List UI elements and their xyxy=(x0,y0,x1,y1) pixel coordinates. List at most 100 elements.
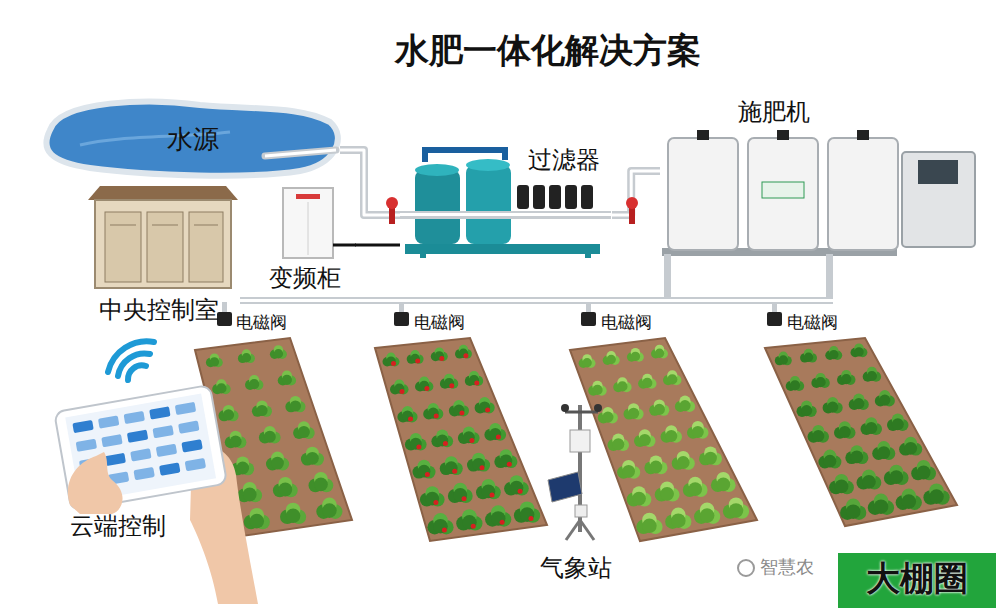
plant xyxy=(839,426,851,438)
fert-logo xyxy=(762,182,804,198)
plant xyxy=(679,400,690,411)
berry xyxy=(443,441,448,446)
water-pipe xyxy=(612,171,660,215)
plant xyxy=(862,475,876,489)
plant xyxy=(816,377,826,387)
plant xyxy=(824,455,837,468)
plant xyxy=(419,381,429,391)
plant xyxy=(665,430,677,442)
solenoid-valve xyxy=(217,302,232,326)
plant xyxy=(472,458,485,471)
plant xyxy=(902,494,917,509)
berry xyxy=(459,411,464,416)
left-hand xyxy=(68,452,123,514)
plant xyxy=(274,349,283,358)
solenoid-valve xyxy=(767,302,782,326)
app-tile xyxy=(178,421,199,434)
filter-leg xyxy=(585,244,591,258)
filter-tank xyxy=(415,170,460,244)
filter-manifold xyxy=(425,150,505,162)
cabinet-seam xyxy=(308,202,309,255)
fert-pipe-down xyxy=(664,254,671,302)
plant xyxy=(841,374,851,384)
plant xyxy=(500,454,513,467)
plant xyxy=(236,462,249,475)
plant xyxy=(242,353,251,362)
berry xyxy=(439,356,444,361)
plant xyxy=(853,398,864,409)
plant xyxy=(290,400,301,411)
field-bed xyxy=(375,338,547,541)
plant xyxy=(631,352,640,361)
plant xyxy=(462,515,477,530)
plant xyxy=(223,409,234,420)
cabinet-lamp xyxy=(296,194,320,199)
disc-filter xyxy=(517,185,529,209)
plant xyxy=(230,436,242,448)
plant xyxy=(892,418,904,430)
valve-label: 电磁阀 xyxy=(601,312,652,332)
plant xyxy=(243,488,257,502)
plant xyxy=(453,488,467,502)
app-tile xyxy=(152,425,173,438)
berry xyxy=(434,414,439,419)
fert-pipe-down xyxy=(826,254,833,302)
plant xyxy=(249,514,264,529)
plant xyxy=(889,470,903,484)
house-roof xyxy=(88,186,238,200)
app-tile xyxy=(156,444,177,457)
component-label: 过滤器 xyxy=(528,146,600,175)
plant xyxy=(582,358,591,367)
berry xyxy=(463,353,468,358)
plant xyxy=(282,375,292,385)
plant xyxy=(271,457,284,470)
filter-pipe xyxy=(400,211,611,219)
berry xyxy=(449,383,454,388)
plant xyxy=(660,487,674,501)
berry xyxy=(442,528,447,533)
component-node: 中央控制室 xyxy=(76,180,242,326)
app-tile xyxy=(175,402,196,415)
berry xyxy=(480,465,485,470)
plant xyxy=(642,378,652,388)
plant xyxy=(278,483,292,497)
plant xyxy=(628,408,639,419)
house-vent xyxy=(110,225,136,226)
fert-cap xyxy=(697,130,709,140)
app-tile xyxy=(130,448,151,461)
component-label: 中央控制室 xyxy=(99,296,219,325)
fert-control-box xyxy=(902,152,975,247)
cabinet xyxy=(283,188,333,258)
valve-label: 电磁阀 xyxy=(414,312,465,332)
plant xyxy=(688,482,702,496)
plant xyxy=(874,499,889,514)
fert-tank xyxy=(668,138,738,250)
plant xyxy=(510,481,524,495)
plant xyxy=(729,503,744,518)
app-tile xyxy=(98,415,119,428)
plant xyxy=(444,378,454,388)
plant xyxy=(249,379,259,389)
water-pipe xyxy=(340,150,400,215)
plant xyxy=(402,411,413,422)
diagram-title: 水肥一体化解决方案 xyxy=(300,30,796,71)
component-node: 变频柜 xyxy=(255,180,355,294)
app-tile xyxy=(181,439,202,452)
watermark: 大棚圈 xyxy=(838,558,996,599)
plant xyxy=(482,485,496,499)
plant xyxy=(410,354,419,363)
disc-filter xyxy=(533,185,545,209)
berry xyxy=(433,500,438,505)
plant xyxy=(854,347,863,356)
berry xyxy=(500,520,505,525)
plant xyxy=(314,478,328,492)
plant xyxy=(704,452,717,465)
house-door xyxy=(189,212,223,282)
plant xyxy=(692,426,704,438)
plant xyxy=(425,492,439,506)
plant xyxy=(216,383,226,393)
house-body xyxy=(95,200,231,288)
app-tile xyxy=(185,458,206,471)
app-tile xyxy=(133,467,154,480)
plant xyxy=(479,401,490,412)
